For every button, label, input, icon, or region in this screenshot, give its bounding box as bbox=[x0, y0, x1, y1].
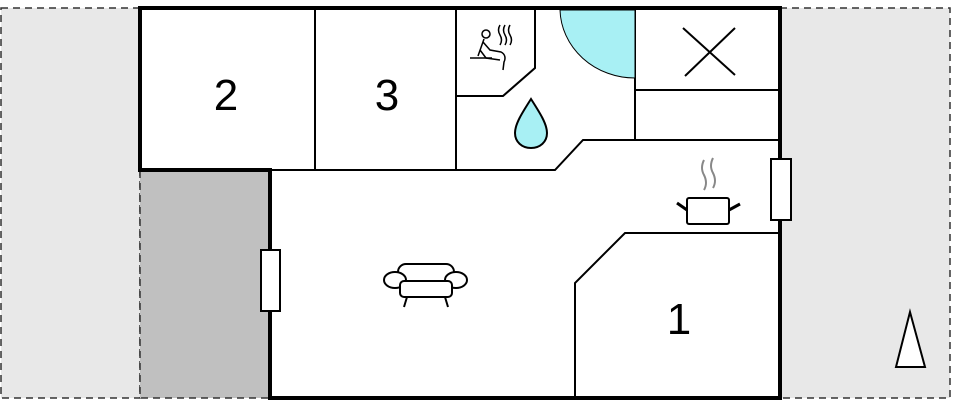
cooking-pot-icon bbox=[676, 157, 741, 225]
covered-terrace bbox=[139, 169, 271, 399]
toilet-x-icon bbox=[682, 27, 736, 77]
room-label-1: 1 bbox=[667, 295, 691, 344]
wall bbox=[270, 139, 780, 171]
terrace-right bbox=[779, 7, 951, 399]
window-icon bbox=[770, 158, 792, 221]
room-label-2: 2 bbox=[214, 71, 238, 120]
sauna-wall bbox=[456, 8, 536, 97]
shower-quarter-circle bbox=[559, 9, 636, 79]
shower-drop-icon bbox=[513, 97, 549, 150]
window-icon bbox=[260, 249, 281, 312]
exterior-walls bbox=[138, 6, 782, 400]
north-arrow-icon bbox=[894, 308, 927, 368]
room-1-wall bbox=[574, 232, 780, 398]
room-label-3: 3 bbox=[375, 71, 399, 120]
terrace-left bbox=[0, 7, 141, 399]
building-interior bbox=[140, 8, 780, 398]
sofa-icon bbox=[383, 263, 468, 308]
sauna-icon bbox=[470, 24, 513, 71]
